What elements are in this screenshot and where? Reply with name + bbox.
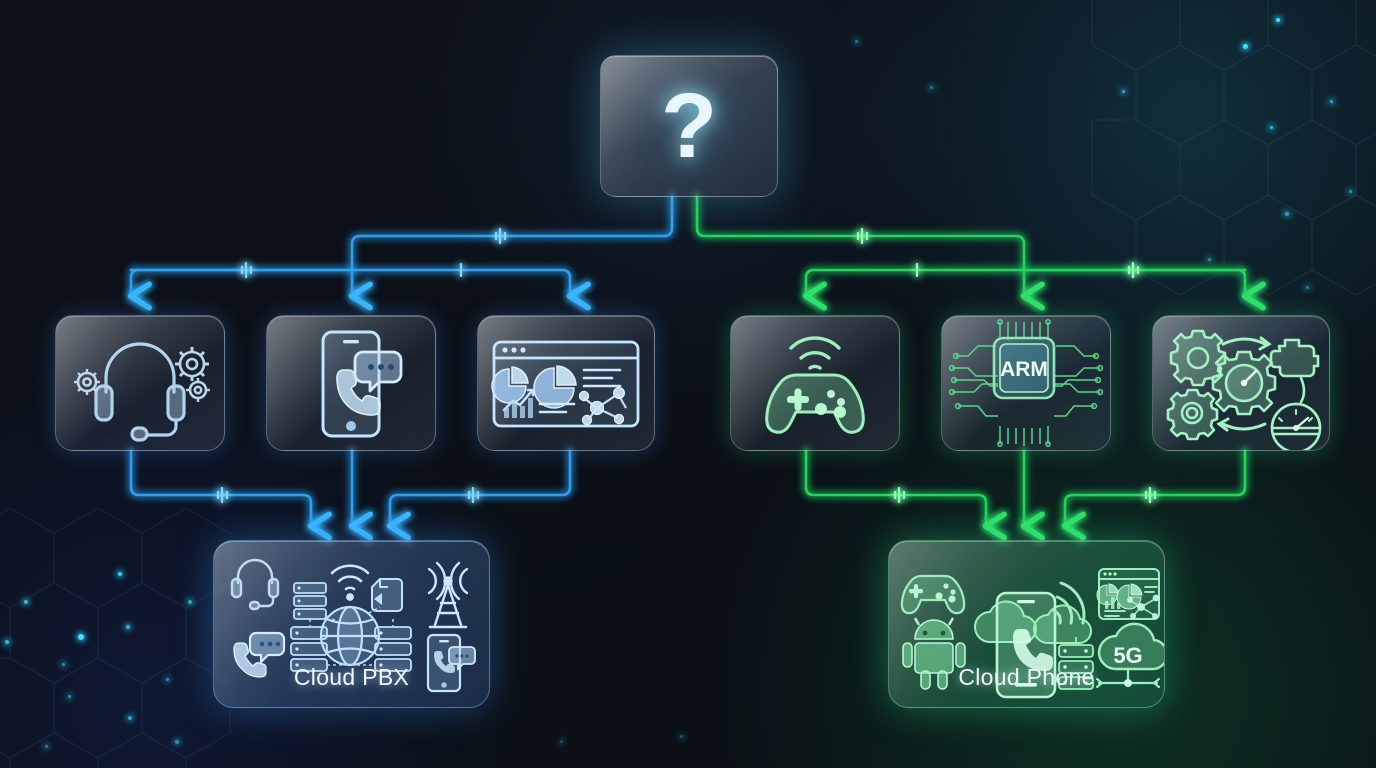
5g-badge-label: 5G [1113,643,1142,668]
result-card-cloud-pbx[interactable]: Cloud PBX [213,540,490,708]
node-support-headset[interactable] [55,315,225,451]
node-gaming[interactable] [730,315,900,451]
question-mark-icon: ? [660,75,718,177]
gamepad-icon [900,574,966,615]
gamepad-wifi-icon [731,316,899,450]
node-performance-tuning[interactable] [1152,315,1330,451]
hexagon-pattern-top-right [1076,0,1376,310]
radio-tower-icon [427,561,469,629]
node-arm-processor[interactable]: ARM [941,315,1111,451]
server-icons [290,582,412,672]
result-card-cloud-phone[interactable]: 5G Cloud Phone [888,540,1165,708]
card-label-cloud-pbx: Cloud PBX [293,664,410,690]
arm-chip-label: ARM [1000,358,1048,381]
headset-with-gears-icon [56,316,224,450]
card-label-cloud-phone: Cloud Phone [958,664,1095,690]
headset-icon [230,558,280,611]
node-analytics-dashboard[interactable] [477,315,655,451]
globe-icon [319,605,381,667]
arm-processor-icon: ARM [942,316,1110,450]
server-icons [1058,644,1094,690]
smartphone-cloud-icon [995,591,1057,699]
gears-engine-gauge-icon [1153,316,1329,450]
cloud-5g-icon [1097,622,1164,671]
smartphone-call-chat-icon [267,316,435,450]
wifi-icon [330,564,370,601]
wifi-icon [1052,581,1086,625]
cloud-pbx-icon-cluster [214,541,489,707]
cloud-phone-icon-cluster: 5G [889,541,1164,707]
root-node-unknown[interactable]: ? [600,55,778,197]
node-mobile-voice-chat[interactable] [266,315,436,451]
smartphone-sms-icon [426,633,476,693]
cloud-icon-right [1032,604,1092,645]
sip-card-icon [371,578,403,612]
phone-chat-icon [233,631,286,678]
analytics-dashboard-icon [478,316,654,450]
